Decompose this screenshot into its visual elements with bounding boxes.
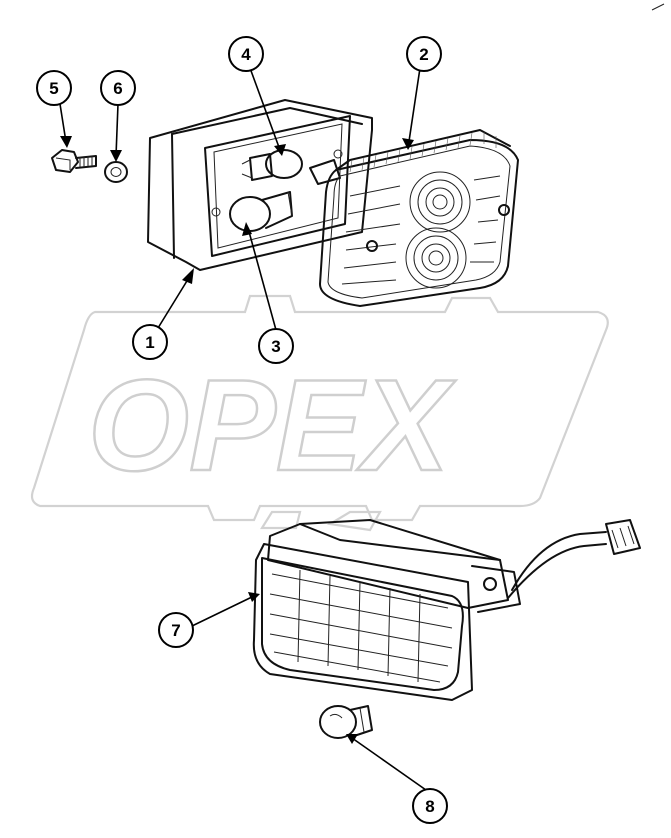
- svg-text:8: 8: [425, 797, 434, 816]
- indicator-lens: [319, 129, 519, 307]
- screw: [51, 149, 97, 173]
- washer: [104, 161, 128, 183]
- watermark-logo: OPEX: [30, 294, 609, 532]
- callout-7: 7: [158, 612, 194, 648]
- svg-text:1: 1: [145, 333, 154, 352]
- callout-8: 8: [412, 788, 448, 824]
- leader-lines: [59, 67, 427, 791]
- large-bulb: [229, 191, 293, 232]
- svg-text:7: 7: [171, 621, 180, 640]
- svg-text:4: 4: [241, 45, 251, 64]
- lamp-housing: [147, 99, 373, 271]
- svg-text:6: 6: [113, 79, 122, 98]
- callout-1: 1: [132, 324, 168, 360]
- svg-text:2: 2: [419, 45, 428, 64]
- callout-5: 5: [36, 70, 72, 106]
- callout-3: 3: [258, 328, 294, 364]
- callout-2: 2: [406, 36, 442, 72]
- callout-4: 4: [228, 36, 264, 72]
- svg-text:5: 5: [49, 79, 58, 98]
- loose-bulb: [319, 705, 373, 739]
- callout-6: 6: [100, 70, 136, 106]
- side-lamp-assembly: [252, 519, 641, 701]
- watermark-text: OPEX: [88, 352, 457, 498]
- corner-mark: [651, 3, 665, 11]
- small-bulb: [241, 149, 303, 181]
- svg-text:3: 3: [271, 337, 280, 356]
- leader-arrowheads: [60, 136, 414, 744]
